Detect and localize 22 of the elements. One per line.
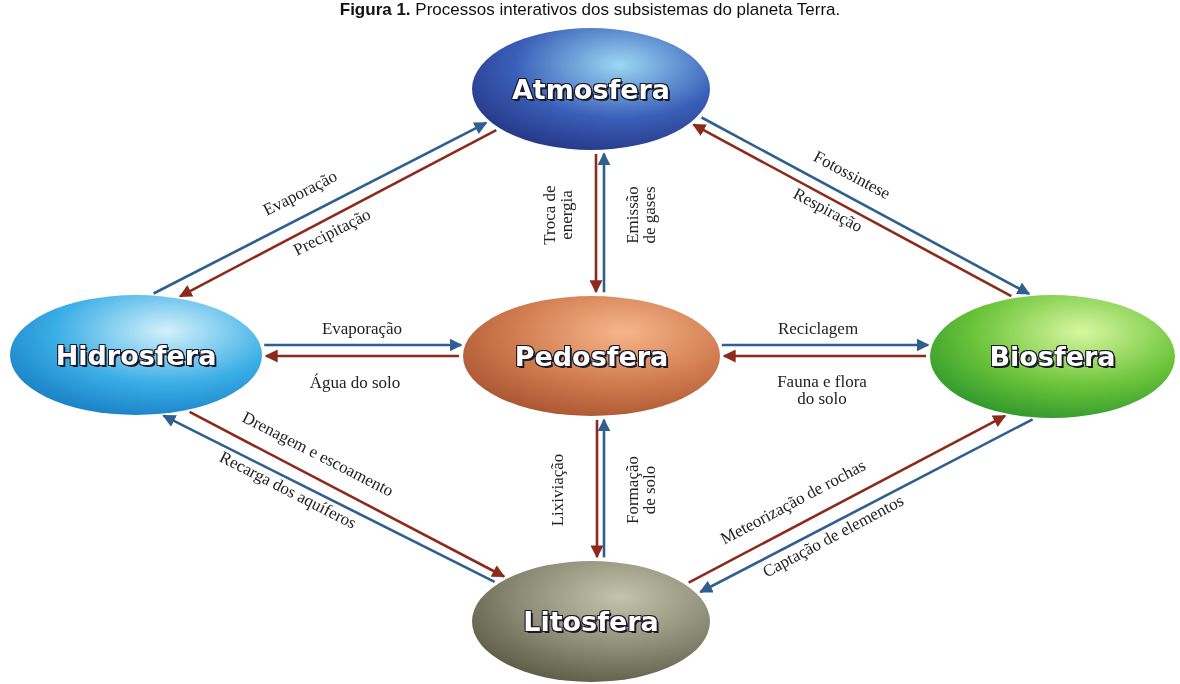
arrow [597,418,611,558]
arrow [590,419,604,559]
sphere-name: Pedosfera [514,340,669,372]
edge-label: Lixiviação [548,451,566,529]
arrow [597,152,611,293]
arrow [264,349,459,363]
arrow [589,153,603,294]
sphere-name: Hidrosfera [55,339,217,371]
arrow [721,338,930,352]
sphere-name: Atmosfera [511,73,671,105]
sphere-name: Biosfera [989,341,1116,372]
edge-label: Reciclagem [775,319,861,337]
arrow [688,414,1007,584]
arrow [699,418,1034,594]
edge-label: Evaporação [319,319,405,337]
figure-title: Figura 1. Processos interativos dos subsistemas do planeta Terra. [338,0,842,20]
arrow [189,410,506,578]
arrow [162,414,496,583]
edge-label: Água do solo [307,373,403,391]
arrow [722,349,926,363]
arrow [264,338,463,352]
sphere-name: Litosfera [523,606,659,637]
